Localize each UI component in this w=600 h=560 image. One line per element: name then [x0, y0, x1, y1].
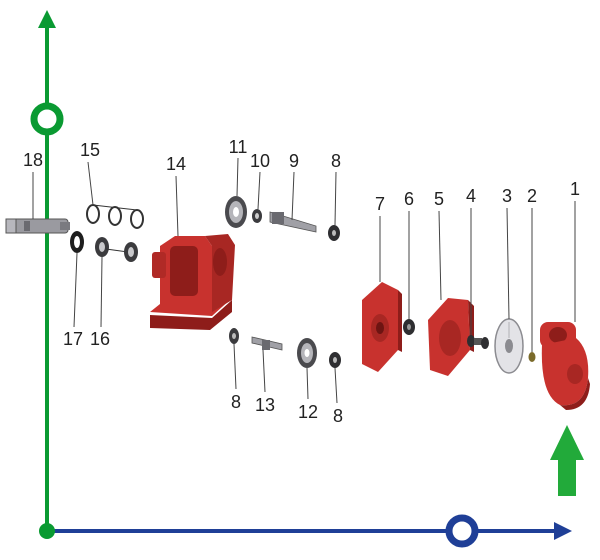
- part-seal: [467, 335, 489, 349]
- part-bearing-large: [225, 196, 247, 228]
- part-impeller: [494, 318, 524, 374]
- leader-lines: [32, 157, 576, 404]
- part-label: 16: [90, 329, 110, 349]
- part-pump-body: [540, 322, 590, 410]
- part-nut-left: [229, 328, 239, 344]
- part-label: 8: [333, 406, 343, 426]
- part-bearing-housing: [150, 234, 235, 330]
- axis-origin-dot: [39, 523, 55, 539]
- part-label: 6: [404, 189, 414, 209]
- vertical-axis: [30, 10, 64, 530]
- part-small-ring: [252, 209, 262, 223]
- up-arrow-icon: [550, 425, 584, 496]
- part-nut-small: [403, 319, 415, 335]
- part-nut-top: [328, 225, 340, 241]
- part-nut-right: [329, 352, 341, 368]
- horizontal-axis: [47, 514, 572, 548]
- part-label: 5: [434, 189, 444, 209]
- part-washer: [528, 352, 536, 362]
- part-label: 3: [502, 186, 512, 206]
- part-bearings: [95, 237, 138, 262]
- part-label: 4: [466, 186, 476, 206]
- part-label: 8: [231, 392, 241, 412]
- part-label: 1: [570, 179, 580, 199]
- part-shaft: [5, 218, 70, 234]
- axis-ring-marker: [30, 102, 64, 136]
- axis-ring-marker: [445, 514, 479, 548]
- part-seal-ring: [70, 231, 84, 253]
- part-label: 8: [331, 151, 341, 171]
- part-label: 13: [255, 395, 275, 415]
- part-label: 7: [375, 194, 385, 214]
- vertical-axis-arrowhead: [38, 10, 56, 28]
- part-label: 14: [166, 154, 186, 174]
- part-label: 10: [250, 151, 270, 171]
- part-label: 17: [63, 329, 83, 349]
- part-label: 9: [289, 151, 299, 171]
- part-label: 2: [527, 186, 537, 206]
- part-o-rings: [86, 204, 144, 229]
- horizontal-axis-arrowhead: [554, 522, 572, 540]
- part-short-shaft: [251, 336, 283, 351]
- part-rotor-shaft: [269, 211, 317, 233]
- part-label: 18: [23, 150, 43, 170]
- part-casing-back: [428, 298, 474, 376]
- part-cover-plate: [362, 282, 402, 372]
- part-label: 11: [229, 137, 248, 157]
- part-label: 15: [80, 140, 100, 160]
- part-label: 12: [298, 402, 318, 422]
- part-labels: 18 15 14 11 10 9 8 7 6 5 4 3 2 1 17 16 8…: [23, 137, 580, 426]
- part-bearing-bottom: [297, 338, 317, 368]
